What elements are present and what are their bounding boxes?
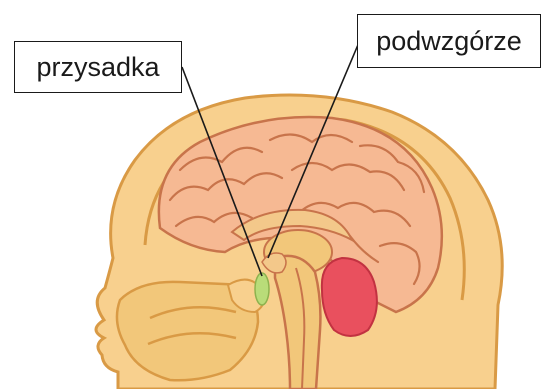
label-hypothalamus: podwzgórze bbox=[357, 14, 541, 68]
pituitary-gland bbox=[255, 273, 269, 305]
label-pituitary: przysadka bbox=[14, 41, 182, 93]
red-gland bbox=[322, 258, 377, 336]
label-hypothalamus-text: podwzgórze bbox=[376, 28, 522, 55]
label-pituitary-text: przysadka bbox=[36, 54, 159, 81]
